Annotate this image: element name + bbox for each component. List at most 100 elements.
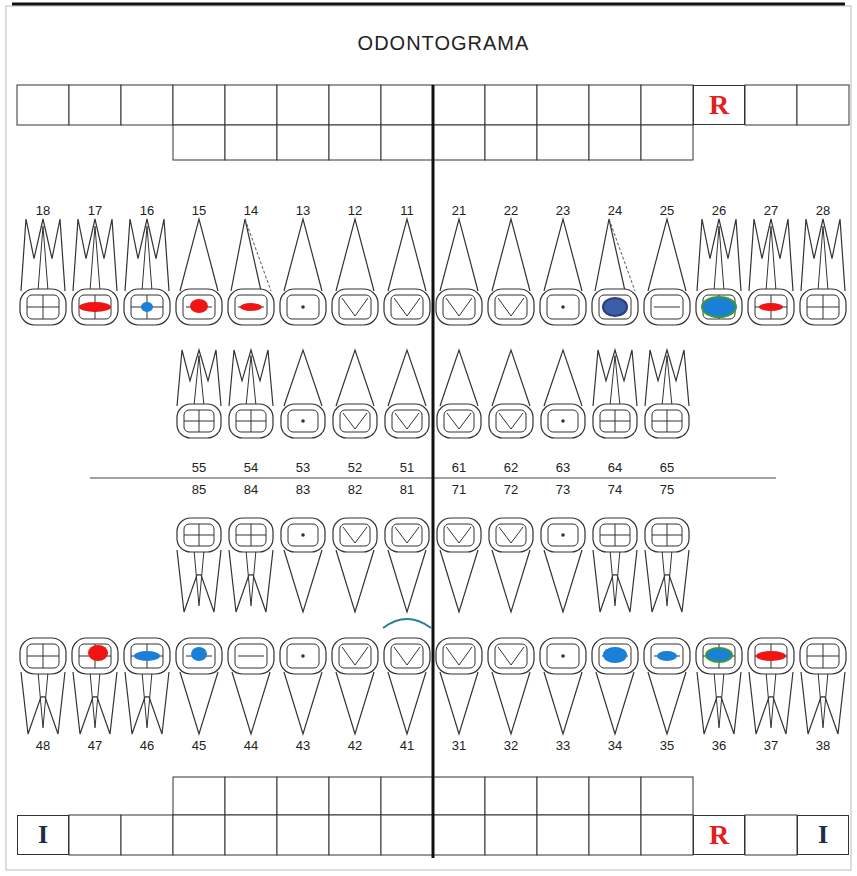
- tooth-root: [492, 350, 530, 406]
- crown-inner: [600, 410, 630, 432]
- upper-tooth: [592, 219, 638, 325]
- tooth-number: 84: [231, 482, 271, 498]
- crown-inner: [548, 410, 578, 432]
- root-line: [610, 550, 615, 606]
- root-line: [719, 226, 724, 291]
- tooth-root: [180, 672, 218, 734]
- crown-inner: [288, 524, 318, 546]
- tooth-crown: [384, 289, 430, 325]
- tooth-root: [284, 550, 322, 612]
- tooth-number: 11: [387, 203, 427, 219]
- tooth-crown: [20, 638, 66, 674]
- status-letter: I: [818, 822, 828, 848]
- chart-box: [381, 85, 433, 125]
- tooth-number: 52: [335, 460, 375, 476]
- root-line: [38, 672, 43, 728]
- root-line: [43, 226, 48, 291]
- crown-inner: [392, 524, 422, 546]
- lower-tooth: [436, 638, 482, 734]
- chart-box: [797, 85, 849, 125]
- tooth-root: [177, 350, 221, 406]
- crown-inner: [807, 644, 839, 668]
- crown-inner: [547, 644, 579, 668]
- tooth-root: [492, 550, 530, 612]
- crown-line: [184, 421, 214, 422]
- crown-inner: [444, 524, 474, 546]
- treatment-mark: [759, 303, 783, 311]
- root-line: [818, 226, 823, 291]
- tooth-number: 42: [335, 738, 375, 754]
- tooth-crown: [541, 518, 585, 552]
- tooth-crown: [333, 404, 377, 438]
- tooth-crown: [489, 404, 533, 438]
- chart-box: [121, 85, 173, 125]
- tooth-number: 24: [595, 203, 635, 219]
- root-line: [43, 672, 48, 728]
- tooth-root: [388, 350, 426, 406]
- crown-dot: [301, 419, 305, 423]
- tooth-number: 62: [491, 460, 531, 476]
- tooth-root: [749, 672, 793, 734]
- chart-box: [485, 125, 537, 160]
- tooth-root: [388, 550, 426, 612]
- tooth-crown: [281, 404, 325, 438]
- tooth-crown: [748, 289, 794, 325]
- tooth-number: 85: [179, 482, 219, 498]
- tooth-root: [229, 350, 273, 406]
- chart-title: ODONTOGRAMA: [0, 32, 857, 55]
- crown-inner: [340, 524, 370, 546]
- crown-edge: [447, 527, 471, 543]
- tooth-root: [284, 219, 322, 291]
- crown-inner: [236, 524, 266, 546]
- chart-box: [537, 125, 589, 160]
- tooth-root: [388, 672, 426, 734]
- chart-box: [589, 85, 641, 125]
- upper-primary-tooth: [489, 350, 533, 438]
- lower-tooth: [332, 638, 378, 734]
- chart-box: [641, 777, 693, 815]
- chart-box: [225, 815, 277, 855]
- tooth-crown: [177, 518, 221, 552]
- tooth-number: 72: [491, 482, 531, 498]
- crown-edge: [343, 413, 367, 429]
- tooth-root: [284, 350, 322, 406]
- crown-dot: [301, 305, 305, 309]
- tooth-number: 83: [283, 482, 323, 498]
- root-line: [147, 672, 152, 728]
- upper-tooth: [436, 219, 482, 325]
- chart-box: [173, 85, 225, 125]
- tooth-root: [21, 672, 65, 734]
- root-line: [142, 672, 147, 728]
- upper-primary-tooth: [541, 350, 585, 438]
- tooth-number: 25: [647, 203, 687, 219]
- tooth-number: 23: [543, 203, 583, 219]
- crown-inner: [651, 644, 683, 668]
- crown-inner: [495, 295, 527, 319]
- tooth-root: [336, 350, 374, 406]
- crown-inner: [183, 295, 215, 319]
- crown-inner: [703, 644, 735, 668]
- tooth-root: [593, 350, 637, 406]
- tooth-crown: [644, 638, 690, 674]
- tooth-root: [801, 219, 845, 291]
- root-line: [766, 672, 771, 728]
- upper-tooth: [644, 219, 690, 325]
- chart-box: R: [693, 815, 745, 855]
- treatment-mark: [657, 651, 677, 661]
- tooth-root: [73, 219, 117, 291]
- tooth-number: 48: [23, 738, 63, 754]
- tooth-crown: [124, 638, 170, 674]
- crown-inner: [27, 295, 59, 319]
- crown-inner: [339, 644, 371, 668]
- treatment-mark: [134, 651, 160, 661]
- crown-inner: [496, 410, 526, 432]
- tooth-number: 14: [231, 203, 271, 219]
- tooth-root: [697, 219, 741, 291]
- upper-tooth: [332, 219, 378, 325]
- tooth-number: 45: [179, 738, 219, 754]
- upper-tooth: [800, 219, 846, 325]
- upper-primary-tooth: [645, 350, 689, 438]
- tooth-root: [645, 350, 689, 406]
- tooth-root: [697, 672, 741, 734]
